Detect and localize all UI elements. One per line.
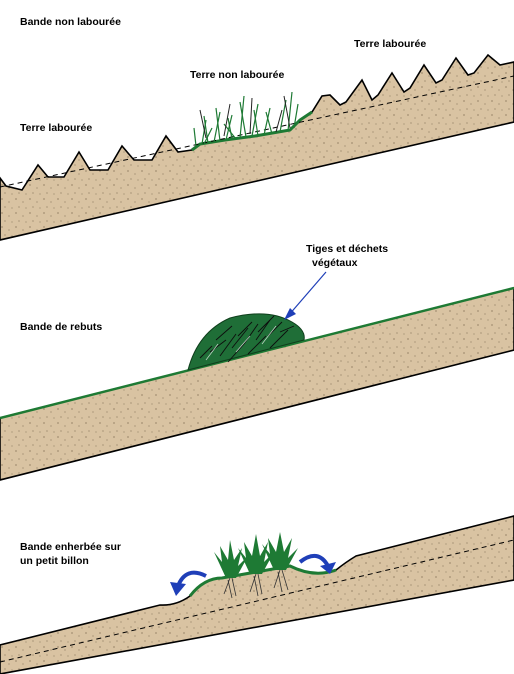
untilled-grass-strip bbox=[191, 110, 313, 152]
panel1-title: Bande non labourée bbox=[20, 16, 121, 28]
panel-grassed-ridge bbox=[0, 515, 514, 674]
residue-mound bbox=[187, 313, 305, 371]
callout-arrow bbox=[287, 271, 327, 317]
callout-line-1: Tiges et déchets bbox=[306, 243, 388, 255]
tilled-soil-profile bbox=[0, 53, 514, 241]
panel3-title-line-2: un petit billon bbox=[20, 555, 89, 567]
right-flow-arrow-icon bbox=[298, 554, 330, 568]
residue-debris-texture bbox=[199, 315, 295, 363]
panel-residue-strip bbox=[0, 271, 514, 481]
grass-clump-left bbox=[214, 540, 248, 578]
ridge-dashed-line bbox=[0, 539, 514, 663]
callout-line-2: végétaux bbox=[312, 257, 358, 269]
dry-stalks bbox=[199, 95, 291, 139]
grass-clump-middle bbox=[238, 534, 274, 574]
residue-ground-line bbox=[0, 286, 514, 420]
label-tilled-land-left: Terre labourée bbox=[20, 122, 92, 134]
label-tilled-land-right: Terre labourée bbox=[354, 38, 426, 50]
left-flow-arrow-icon bbox=[176, 570, 207, 587]
label-untilled-land: Terre non labourée bbox=[190, 69, 284, 81]
panel2-title: Bande de rebuts bbox=[20, 321, 102, 333]
grass-clump-right bbox=[262, 532, 298, 570]
grass-roots bbox=[223, 569, 289, 599]
crop-residue-stalks bbox=[193, 91, 299, 147]
callout-arrowhead bbox=[284, 308, 296, 320]
panel3-title-line-1: Bande enherbée sur bbox=[20, 541, 121, 553]
panel-untilled-strip bbox=[0, 53, 514, 241]
